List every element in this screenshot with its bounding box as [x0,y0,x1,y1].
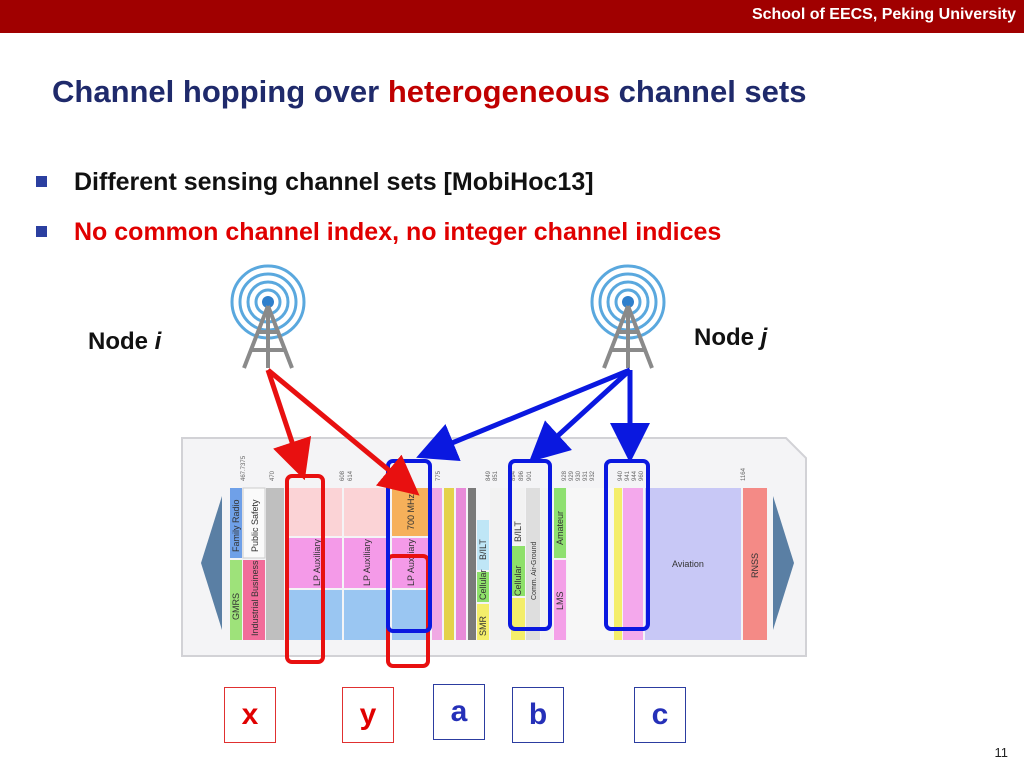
arrow-i-x [265,369,312,481]
frequency-labels: 467.7375 470 608 614 698 775 849 851 894… [241,455,747,481]
band-label: LP Auxiliary [362,539,372,586]
bullet-item: Different sensing channel sets [MobiHoc1… [36,168,594,197]
institution-label: School of EECS, Peking University [751,6,1016,23]
band-label: LMS [555,591,565,610]
node-i-label: Node i [88,328,162,355]
freq-label: 932 [590,470,596,481]
freq-label: 940 [618,470,624,481]
freq-label: 470 [270,470,276,481]
freq-label: 929 [569,470,575,481]
slide-title: Channel hopping over heterogeneous chann… [52,74,806,110]
freq-label: 960 [639,470,645,481]
tower-j-icon [590,264,666,369]
page-number: 11 [994,745,1009,760]
band-label: RNSS [750,553,760,578]
title-part1: Channel hopping over [52,74,388,109]
freq-label: 896 [519,470,525,481]
channel-label-y: y [342,687,394,743]
channel-label-x: x [224,687,276,743]
freq-label: 931 [583,470,589,481]
frequency-chart: 467.7375 470 608 614 698 775 849 851 894… [181,437,807,657]
band-label: Cellular [513,565,523,596]
band-label: B/ILT [478,539,488,560]
arrow-j-b [528,368,632,463]
band-label: LP Auxiliary [312,539,322,586]
freq-label: 1164 [741,467,747,481]
freq-label: 467.7375 [241,455,247,481]
bullet-square-icon [36,226,47,237]
bullet-square-icon [36,176,47,187]
band-label: 700 MHz [406,493,416,530]
channel-label-b: b [512,687,564,743]
freq-label: 930 [576,470,582,481]
band-label: SMR [478,616,488,637]
bullet-item: No common channel index, no integer chan… [36,218,721,247]
freq-label: 894 [511,470,517,481]
freq-label: 608 [340,470,346,481]
band-label: Industrial Business [250,560,260,636]
band-label: Cellular [478,569,488,600]
frequency-bands [230,487,767,640]
title-part2: channel sets [610,74,807,109]
band-labels: Family Radio Public Safety GMRS Industri… [231,493,760,636]
node-j-label: Node j [694,324,768,351]
tower-i-icon [230,264,306,369]
arrow-i-y [266,368,420,496]
channel-label-c: c [634,687,686,743]
title-highlight: heterogeneous [387,74,611,109]
band-label: Comm. Air-Ground [531,542,538,600]
freq-label: 901 [527,470,533,481]
arrow-j-a [416,367,631,462]
freq-label: 944 [632,470,638,481]
freq-label: 849 [486,470,492,481]
band-label: LP Auxiliary [406,539,416,586]
bullet-text: Different sensing channel sets [MobiHoc1… [74,168,594,196]
band-label: Amateur [555,511,565,545]
channel-label-a: a [433,684,485,740]
header-bar: School of EECS, Peking University [0,0,1024,33]
bullet-text: No common channel index, no integer chan… [74,218,722,246]
band-label: Family Radio [231,499,241,552]
freq-label: 851 [493,470,499,481]
freq-label: 614 [348,470,354,481]
band-label: Aviation [672,559,704,569]
band-label: GMRS [231,593,241,620]
freq-label: 928 [562,470,568,481]
freq-label: 775 [436,470,442,481]
freq-label: 941 [625,470,631,481]
band-label: B/ILT [513,521,523,542]
node-arrows [265,367,650,496]
band-label: Public Safety [250,499,260,552]
